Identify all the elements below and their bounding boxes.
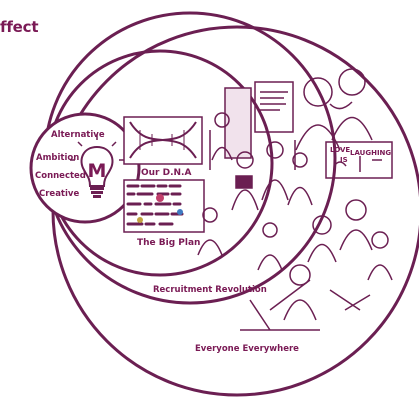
heading-text: ffect	[0, 18, 39, 36]
everyone-label: Everyone Everywhere	[195, 344, 299, 354]
everyone-illustration	[240, 68, 393, 331]
dna-image	[123, 116, 203, 165]
big-plan-image	[123, 179, 205, 233]
recruitment-illustration	[197, 81, 313, 271]
recruitment-label: Recruitment Revolution	[153, 285, 267, 295]
value-label-alternative: Alternative	[51, 130, 105, 140]
value-label-connected: Connected	[35, 171, 86, 181]
big-plan-label: The Big Plan	[137, 238, 200, 248]
value-label-creative: Creative	[39, 189, 79, 199]
lightbulb-icon: M	[70, 134, 124, 198]
poster-word-is: IS	[340, 156, 348, 164]
dna-label: Our D.N.A	[141, 168, 191, 178]
love-poster: LOVE IS LAUGHING	[330, 146, 391, 164]
poster-word-love: LOVE	[330, 146, 350, 154]
poster-word-laughing: LAUGHING	[350, 149, 391, 157]
icon-letter: M	[88, 160, 107, 182]
value-label-ambition: Ambition	[36, 153, 79, 163]
